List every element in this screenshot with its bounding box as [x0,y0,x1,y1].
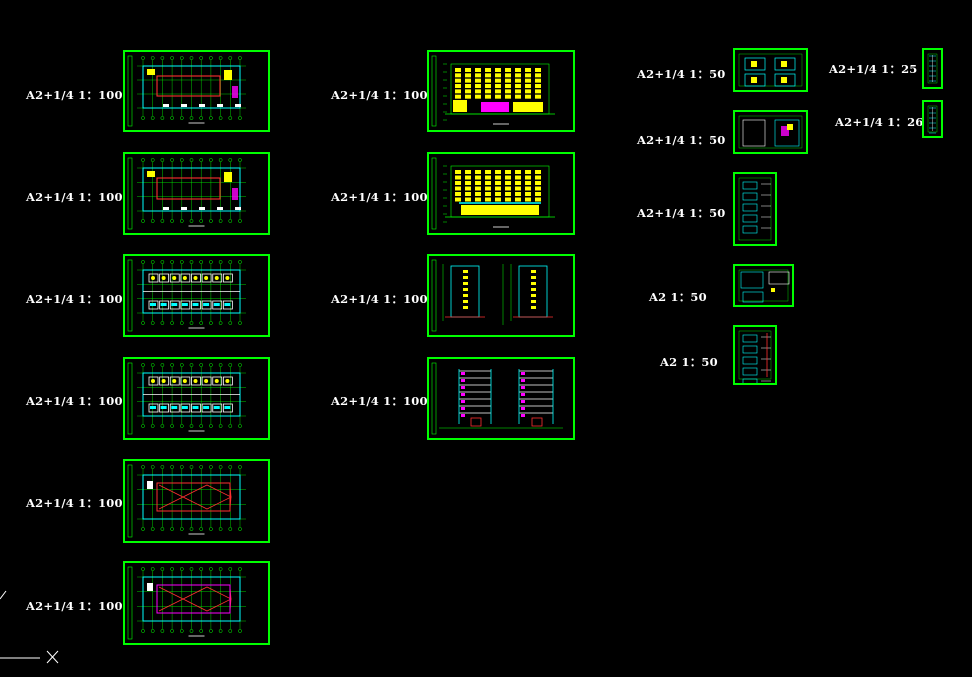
sheet-label: A2+1/4 1：100 [26,394,123,408]
sheet-label: A2+1/4 1：100 [26,599,123,613]
sheet-label: A2+1/4 1：100 [331,292,428,306]
sheet-drawing [738,115,803,149]
sheet-label: A2+1/4 1：100 [26,496,123,510]
sheet-label: A2+1/4 1：50 [637,133,726,147]
sheet-drawing [431,157,555,230]
drawing-sheet-floor-plan-4[interactable] [123,357,270,440]
drawing-sheet-floor-plan-1[interactable] [123,50,270,132]
drawing-sheet-detail-1[interactable] [733,48,808,92]
sheet-label: A2+1/4 1：100 [26,88,123,102]
sheet-drawing [738,269,790,303]
drawing-sheet-detail-2[interactable] [733,110,808,154]
sheet-drawing [127,566,246,640]
drawing-sheet-detail-6[interactable] [922,48,943,89]
drawing-sheet-section[interactable] [427,357,575,440]
sheet-label: A2 1：50 [649,290,707,304]
sheet-label: A2+1/4 1：100 [331,394,428,408]
sheet-drawing [127,362,246,435]
drawing-sheet-roof-plan-1[interactable] [123,459,270,543]
drawing-sheet-side-elevation[interactable] [427,254,575,337]
sheet-drawing [738,53,803,87]
drawing-sheet-elevation-2[interactable] [427,152,575,235]
sheet-label: A2+1/4 1：100 [331,190,428,204]
sheet-drawing [431,259,553,332]
sheet-drawing [127,157,246,230]
sheet-label: A2+1/4 1：25 [829,62,918,76]
sheet-drawing [127,55,246,127]
sheet-drawing [127,464,246,538]
drawing-sheet-floor-plan-2[interactable] [123,152,270,235]
sheet-label: A2+1/4 1：26 [835,115,924,129]
sheet-drawing [927,105,938,134]
drawing-sheet-detail-3[interactable] [733,172,777,246]
sheet-drawing [127,259,246,332]
drawing-sheet-detail-4[interactable] [733,264,794,307]
drawing-sheet-detail-5[interactable] [733,325,777,385]
ucs-axis-icon [0,590,59,664]
drawing-sheet-elevation-1[interactable] [427,50,575,132]
drawing-sheet-floor-plan-3[interactable] [123,254,270,337]
sheet-label: A2+1/4 1：50 [637,67,726,81]
drawing-sheet-detail-7[interactable] [922,100,943,138]
sheet-drawing [431,55,555,127]
sheet-drawing [927,53,938,84]
sheet-drawing [738,330,772,383]
sheet-label: A2+1/4 1：50 [637,206,726,220]
sheet-label: A2+1/4 1：100 [26,292,123,306]
sheet-label: A2+1/4 1：100 [331,88,428,102]
sheet-drawing [431,362,563,435]
drawing-sheet-roof-plan-2[interactable] [123,561,270,645]
sheet-drawing [738,177,772,241]
sheet-label: A2 1：50 [660,355,718,369]
sheet-label: A2+1/4 1：100 [26,190,123,204]
